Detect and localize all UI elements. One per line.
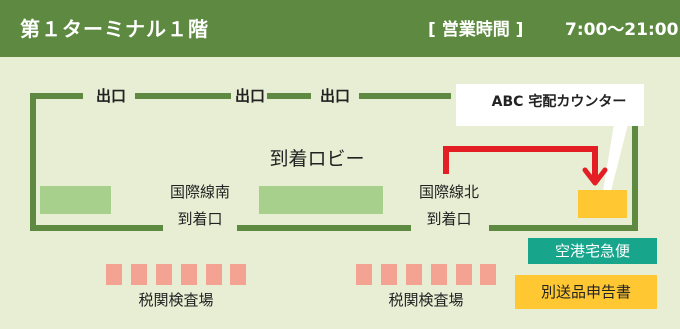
gate-south-line2: 到着口 xyxy=(177,210,223,228)
header-bar: 第１ターミナル１階 [ 営業時間 ] 7:00〜21:00 xyxy=(0,0,680,57)
wall-outline xyxy=(30,93,638,231)
page-title: 第１ターミナル１階 xyxy=(20,17,209,41)
callout-bubble xyxy=(456,84,644,191)
customs-blocks-right xyxy=(356,264,496,285)
customs-blocks-left xyxy=(106,264,246,285)
separate-goods-declaration-tag: 別送品申告書 xyxy=(515,275,657,309)
route-arrow xyxy=(443,146,608,186)
area-block-center xyxy=(259,186,383,214)
area-block-left xyxy=(40,186,111,214)
delivery-counter-marker xyxy=(578,190,627,218)
hours-label: [ 営業時間 ] xyxy=(428,20,524,40)
customs-label-left: 税関検査場 xyxy=(138,291,214,309)
exit-label-1: 出口 xyxy=(95,87,127,105)
wall-left xyxy=(30,93,163,231)
customs-label-right: 税関検査場 xyxy=(388,291,464,309)
exit-label-2: 出口 xyxy=(234,87,266,105)
gate-north-line2: 到着口 xyxy=(426,210,472,228)
airport-delivery-tag: 空港宅急便 xyxy=(528,238,657,264)
business-hours: 7:00〜21:00 xyxy=(565,20,679,40)
arrival-lobby-label: 到着ロビー xyxy=(269,148,365,170)
delivery-counter-callout: ABC 宅配カウンター xyxy=(491,94,627,110)
gate-south-line1: 国際線南 xyxy=(169,183,231,201)
gate-north-line1: 国際線北 xyxy=(418,183,480,201)
exit-label-3: 出口 xyxy=(319,87,351,105)
